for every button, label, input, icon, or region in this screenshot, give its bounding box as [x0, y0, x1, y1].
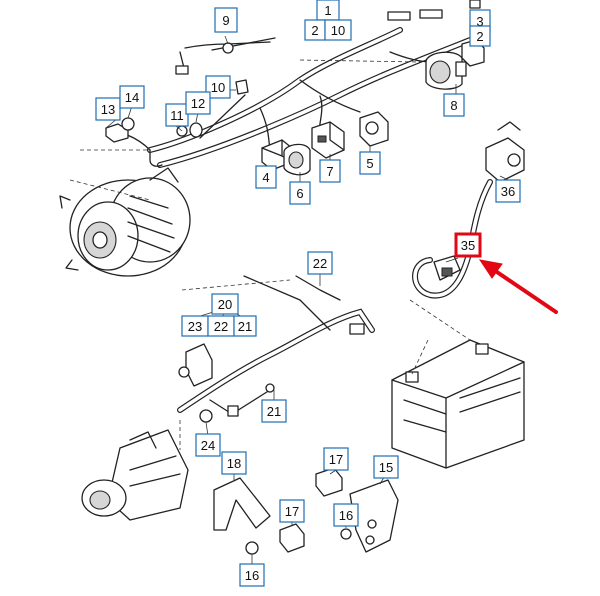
- svg-text:23: 23: [188, 319, 202, 334]
- callout-1[interactable]: 1: [316, 0, 340, 21]
- svg-text:9: 9: [222, 13, 229, 28]
- holder-10: [235, 79, 249, 95]
- callout-22[interactable]: 22: [307, 251, 333, 275]
- svg-text:4: 4: [262, 170, 269, 185]
- alternator: [59, 167, 191, 277]
- callout-10[interactable]: 10: [324, 19, 352, 41]
- bracket-15: [349, 479, 399, 553]
- svg-text:17: 17: [329, 452, 343, 467]
- svg-text:24: 24: [201, 438, 215, 453]
- callout-2[interactable]: 2: [304, 19, 326, 41]
- callout-12[interactable]: 12: [185, 91, 211, 115]
- svg-text:10: 10: [211, 80, 225, 95]
- svg-text:21: 21: [238, 319, 252, 334]
- lower-wiring-harness: [177, 275, 375, 417]
- callout-11[interactable]: 11: [165, 103, 189, 127]
- svg-text:16: 16: [339, 508, 353, 523]
- callout-21[interactable]: 21: [233, 315, 257, 337]
- svg-text:12: 12: [191, 96, 205, 111]
- callout-24[interactable]: 24: [195, 433, 221, 457]
- red-arrow-indicator: [478, 259, 558, 314]
- svg-text:35: 35: [461, 238, 475, 253]
- upper-wiring-harness: [117, 9, 473, 168]
- svg-text:2: 2: [476, 29, 483, 44]
- svg-text:2: 2: [311, 23, 318, 38]
- callout-13[interactable]: 13: [95, 97, 121, 121]
- callout-21b[interactable]: 21: [261, 399, 287, 423]
- callout-23[interactable]: 23: [181, 315, 209, 337]
- battery-cable-35: [412, 179, 493, 299]
- callout-4[interactable]: 4: [255, 165, 277, 189]
- terminal-13-14: [105, 117, 135, 143]
- sensor-36: [485, 121, 525, 183]
- callout-16b[interactable]: 16: [239, 563, 265, 587]
- callout-18[interactable]: 18: [221, 451, 247, 475]
- svg-text:22: 22: [214, 319, 228, 334]
- svg-text:5: 5: [366, 156, 373, 171]
- callout-6[interactable]: 6: [289, 181, 311, 205]
- svg-text:13: 13: [101, 102, 115, 117]
- svg-text:14: 14: [125, 90, 139, 105]
- fuse-holder-17b: [279, 523, 305, 553]
- svg-text:1: 1: [324, 3, 331, 18]
- callout-16[interactable]: 16: [333, 503, 359, 527]
- callout-17[interactable]: 17: [323, 447, 349, 471]
- battery: [391, 339, 525, 469]
- callout-14[interactable]: 14: [119, 85, 145, 109]
- callout-35-highlighted[interactable]: 35: [454, 232, 482, 258]
- svg-text:17: 17: [285, 504, 299, 519]
- svg-text:6: 6: [296, 186, 303, 201]
- callout-5[interactable]: 5: [359, 151, 381, 175]
- callout-20[interactable]: 20: [211, 293, 239, 315]
- svg-text:36: 36: [501, 184, 515, 199]
- callout-36[interactable]: 36: [495, 179, 521, 203]
- callout-2b[interactable]: 2: [469, 25, 491, 47]
- svg-text:8: 8: [450, 98, 457, 113]
- callout-15[interactable]: 15: [373, 455, 399, 479]
- callout-22b[interactable]: 22: [207, 315, 235, 337]
- cable-tie: [211, 37, 276, 54]
- svg-text:7: 7: [326, 164, 333, 179]
- svg-text:22: 22: [313, 256, 327, 271]
- svg-text:3: 3: [476, 14, 483, 29]
- callouts: 9 1 2 10 3 2 10 8: [95, 0, 521, 587]
- bracket-18: [213, 477, 271, 555]
- bracket-23: [178, 343, 213, 387]
- callout-10b[interactable]: 10: [205, 75, 231, 99]
- svg-text:21: 21: [267, 404, 281, 419]
- nut-16: [340, 528, 352, 540]
- connector-housing-6: [283, 143, 311, 176]
- callout-8[interactable]: 8: [443, 93, 465, 117]
- svg-text:15: 15: [379, 460, 393, 475]
- starter-motor: [81, 409, 213, 521]
- callout-17b[interactable]: 17: [279, 499, 305, 523]
- connector-housing-5: [359, 111, 389, 147]
- callout-7[interactable]: 7: [319, 159, 341, 183]
- callout-9[interactable]: 9: [214, 7, 238, 33]
- svg-text:18: 18: [227, 456, 241, 471]
- svg-text:16: 16: [245, 568, 259, 583]
- fuse-holder-17a: [315, 467, 343, 497]
- connector-housing-7: [311, 121, 345, 159]
- svg-text:11: 11: [170, 108, 184, 123]
- connector-housing-8: [425, 51, 467, 90]
- svg-text:10: 10: [331, 23, 345, 38]
- svg-text:20: 20: [218, 297, 232, 312]
